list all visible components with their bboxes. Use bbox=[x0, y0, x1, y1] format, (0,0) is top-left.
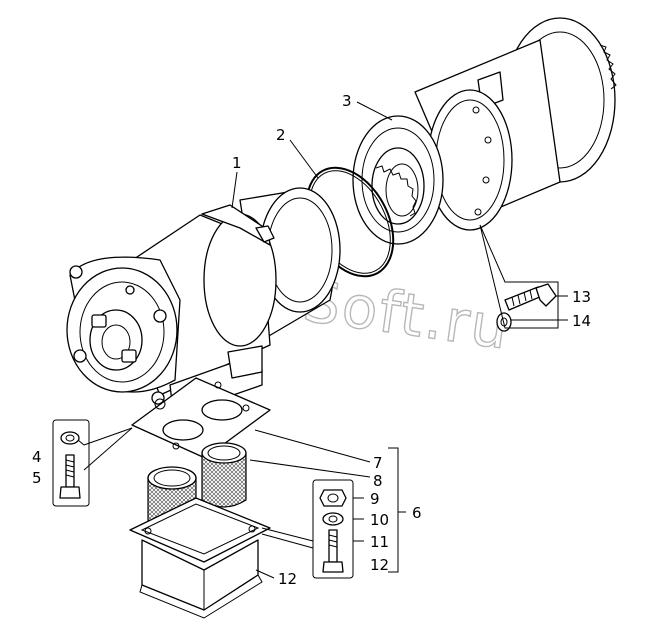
right-fastener-set bbox=[312, 479, 354, 579]
callout-9: 9 bbox=[370, 490, 380, 508]
group-6-bracket bbox=[388, 447, 399, 573]
callout-10: 10 bbox=[370, 511, 389, 529]
callout-5: 5 bbox=[32, 469, 42, 487]
gear-teeth bbox=[599, 44, 617, 90]
callout-8: 8 bbox=[373, 472, 383, 490]
callout-12-fastener: 12 bbox=[370, 556, 389, 574]
gasket bbox=[131, 377, 271, 459]
callout-7: 7 bbox=[373, 454, 383, 472]
lock-washer-left bbox=[60, 431, 80, 445]
callout-6: 6 bbox=[412, 504, 422, 522]
callout-11: 11 bbox=[370, 533, 389, 551]
nut bbox=[319, 489, 347, 507]
left-fastener-set bbox=[52, 419, 90, 507]
callout-12-housing: 12 bbox=[278, 570, 297, 588]
callout-13: 13 bbox=[572, 288, 591, 306]
filter-housing bbox=[129, 497, 271, 619]
callout-1: 1 bbox=[232, 154, 242, 172]
front-motor-housing bbox=[66, 187, 341, 411]
callout-14: 14 bbox=[572, 312, 591, 330]
callout-2: 2 bbox=[276, 126, 286, 144]
callout-3: 3 bbox=[342, 92, 352, 110]
rear-housing-assembly bbox=[352, 17, 617, 245]
washer-right bbox=[322, 512, 344, 526]
callout-4: 4 bbox=[32, 448, 42, 466]
callout-labels: 1 2 3 4 5 6 7 8 9 10 11 12 12 13 14 bbox=[32, 92, 591, 588]
leader-lines bbox=[77, 101, 568, 579]
